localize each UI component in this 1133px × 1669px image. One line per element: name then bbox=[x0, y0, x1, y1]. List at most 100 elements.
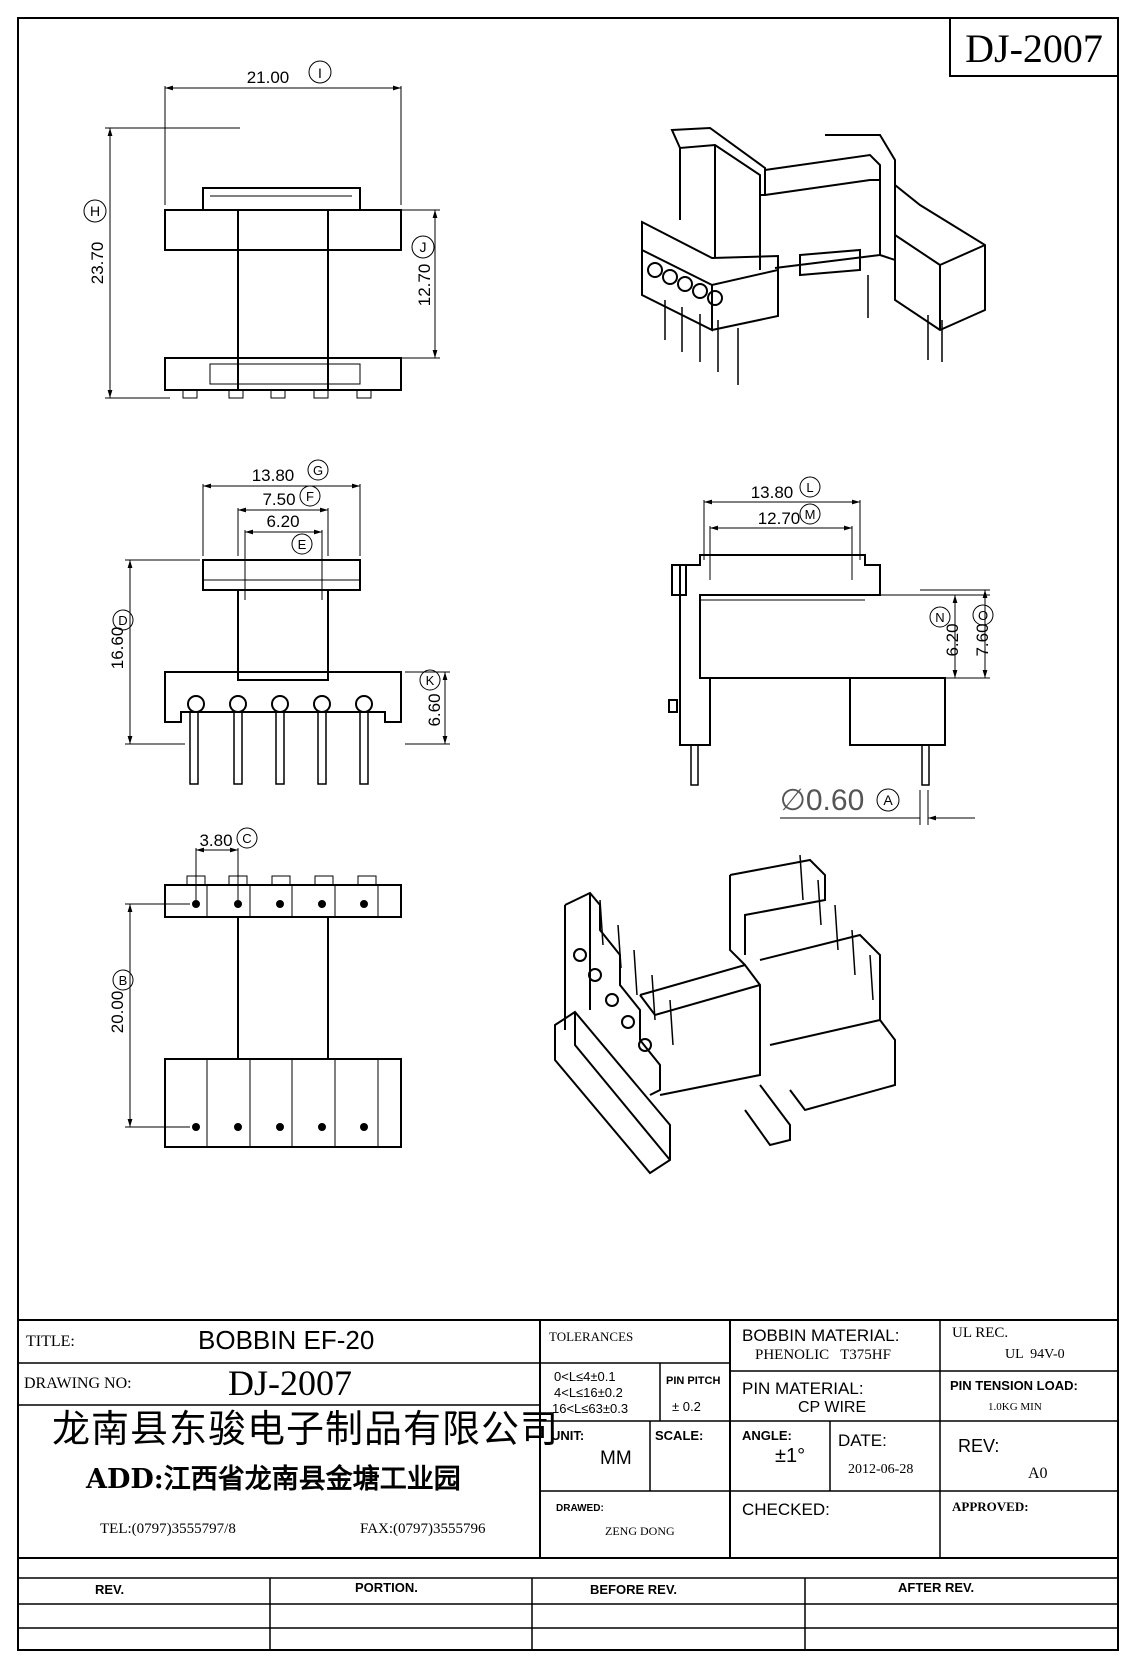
isometric-view-lower bbox=[554, 854, 896, 1175]
callout-i bbox=[308, 60, 332, 84]
title-block-grid bbox=[18, 1319, 1118, 1650]
drawed-value: ZENG DONG bbox=[605, 1524, 675, 1538]
dim-7-60: 7.60 bbox=[973, 623, 992, 656]
company-name: 龙南县东骏电子制品有限公司 bbox=[52, 1407, 560, 1451]
callout-h bbox=[83, 199, 107, 223]
callout-d bbox=[112, 609, 134, 631]
company-tel: TEL:(0797)3555797/8 bbox=[100, 1521, 236, 1537]
drawing-no-label: DRAWING NO: bbox=[24, 1375, 132, 1392]
drawing-number-box: DJ-2007 bbox=[949, 17, 1119, 77]
callout-c bbox=[236, 827, 258, 849]
drawed-label: DRAWED: bbox=[556, 1503, 604, 1514]
sheet-border bbox=[17, 17, 1119, 1651]
callout-l bbox=[799, 476, 821, 498]
dim-13-80-a: 13.80 bbox=[252, 466, 295, 485]
unit-label: UNIT: bbox=[551, 1428, 585, 1443]
dim-20-00: 20.00 bbox=[108, 991, 127, 1034]
checked-label: CHECKED: bbox=[742, 1500, 830, 1519]
callout-a-label: A bbox=[883, 792, 893, 808]
rev-table-header-rev: REV. bbox=[95, 1582, 125, 1597]
rev-table-header-portion: PORTION. bbox=[355, 1580, 418, 1595]
date-label: DATE: bbox=[838, 1431, 887, 1450]
callout-f bbox=[299, 485, 321, 507]
callout-b-label: B bbox=[119, 973, 128, 988]
callout-e bbox=[291, 533, 313, 555]
callout-e-label: E bbox=[298, 537, 307, 552]
pin-pitch-value: ± 0.2 bbox=[672, 1399, 701, 1414]
callout-n-label: N bbox=[935, 610, 944, 625]
isometric-view-upper bbox=[641, 126, 986, 385]
bobbin-material-value: PHENOLIC T375HF bbox=[755, 1347, 891, 1363]
callout-l-label: L bbox=[806, 480, 813, 495]
approved-label: APPROVED: bbox=[952, 1499, 1029, 1514]
callout-c-label: C bbox=[242, 831, 251, 846]
callout-i-label: I bbox=[318, 65, 322, 81]
callout-m bbox=[799, 503, 821, 525]
callout-o-label: O bbox=[978, 608, 988, 623]
callout-n bbox=[929, 606, 951, 628]
dim-pin-diameter: ∅0.60 bbox=[780, 784, 865, 817]
title-label: TITLE: bbox=[26, 1333, 75, 1350]
tolerance-1: 0<L≤4±0.1 bbox=[554, 1369, 616, 1384]
callout-h-label: H bbox=[90, 203, 100, 219]
tolerance-3: 16<L≤63±0.3 bbox=[552, 1401, 629, 1416]
title-value: BOBBIN EF-20 bbox=[198, 1325, 375, 1355]
view-front bbox=[164, 559, 402, 785]
unit-value: MM bbox=[600, 1448, 632, 1469]
dim-3-80: 3.80 bbox=[199, 831, 232, 850]
pin-tension-value: 1.0KG MIN bbox=[988, 1401, 1042, 1413]
dims-side-view bbox=[703, 499, 990, 825]
dim-12-70: 12.70 bbox=[415, 264, 434, 307]
tolerances-label: TOLERANCES bbox=[549, 1329, 634, 1344]
view-bottom bbox=[164, 875, 402, 1148]
dim-13-80-b: 13.80 bbox=[751, 483, 794, 502]
callout-d-label: D bbox=[118, 613, 127, 628]
dim-16-60: 16.60 bbox=[108, 627, 127, 670]
callout-m-label: M bbox=[805, 507, 816, 522]
pin-material-label: PIN MATERIAL: bbox=[742, 1379, 864, 1398]
dims-bottom-view bbox=[125, 847, 239, 1128]
scale-label: SCALE: bbox=[655, 1428, 704, 1443]
ul-rec-label: UL REC. bbox=[952, 1325, 1009, 1341]
rev-label: REV: bbox=[958, 1436, 1000, 1456]
dims-front-view bbox=[125, 483, 450, 745]
dim-7-50: 7.50 bbox=[262, 490, 295, 509]
callout-j bbox=[411, 235, 435, 259]
dim-21-00: 21.00 bbox=[247, 68, 290, 87]
callout-f-label: F bbox=[306, 489, 314, 504]
view-side bbox=[668, 554, 946, 786]
drawing-number-box-text: DJ-2007 bbox=[965, 26, 1103, 71]
pin-tension-label: PIN TENSION LOAD: bbox=[950, 1378, 1078, 1393]
angle-label: ANGLE: bbox=[742, 1428, 792, 1443]
callout-a bbox=[876, 788, 900, 812]
drawing-no-value: DJ-2007 bbox=[228, 1363, 352, 1403]
pin-material-value: CP WIRE bbox=[798, 1399, 867, 1416]
dim-6-60: 6.60 bbox=[425, 693, 444, 726]
callout-g bbox=[307, 459, 329, 481]
callout-j-label: J bbox=[420, 239, 427, 255]
rev-value: A0 bbox=[1028, 1465, 1048, 1482]
company-fax: FAX:(0797)3555796 bbox=[360, 1521, 486, 1537]
dims-top-view bbox=[105, 85, 440, 399]
dim-23-70: 23.70 bbox=[88, 242, 107, 285]
dim-6-20-a: 6.20 bbox=[266, 512, 299, 531]
rev-table-header-before: BEFORE REV. bbox=[590, 1582, 677, 1597]
angle-value: ±1° bbox=[775, 1445, 806, 1467]
company-address: ADD:江西省龙南县金塘工业园 bbox=[86, 1464, 461, 1495]
dim-12-70-b: 12.70 bbox=[758, 509, 801, 528]
dim-6-20-b: 6.20 bbox=[943, 623, 962, 656]
callout-k bbox=[419, 669, 441, 691]
callout-g-label: G bbox=[313, 463, 323, 478]
date-value: 2012-06-28 bbox=[848, 1462, 914, 1477]
callout-b bbox=[112, 969, 134, 991]
pin-pitch-label: PIN PITCH bbox=[666, 1375, 721, 1387]
bobbin-material-label: BOBBIN MATERIAL: bbox=[742, 1326, 900, 1345]
callout-o bbox=[972, 604, 994, 626]
view-top bbox=[164, 187, 402, 399]
ul-rec-value: UL 94V-0 bbox=[1005, 1347, 1065, 1362]
callout-k-label: K bbox=[426, 673, 435, 688]
tolerance-2: 4<L≤16±0.2 bbox=[554, 1385, 623, 1400]
rev-table-header-after: AFTER REV. bbox=[898, 1580, 975, 1595]
